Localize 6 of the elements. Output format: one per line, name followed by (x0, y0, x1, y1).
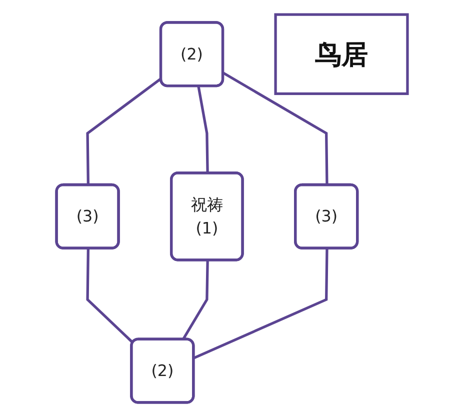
node-box: 鸟居 (274, 13, 409, 96)
connector (86, 248, 134, 344)
connector (222, 72, 328, 186)
connector (194, 248, 328, 360)
connector (182, 260, 209, 340)
connector (197, 86, 209, 174)
